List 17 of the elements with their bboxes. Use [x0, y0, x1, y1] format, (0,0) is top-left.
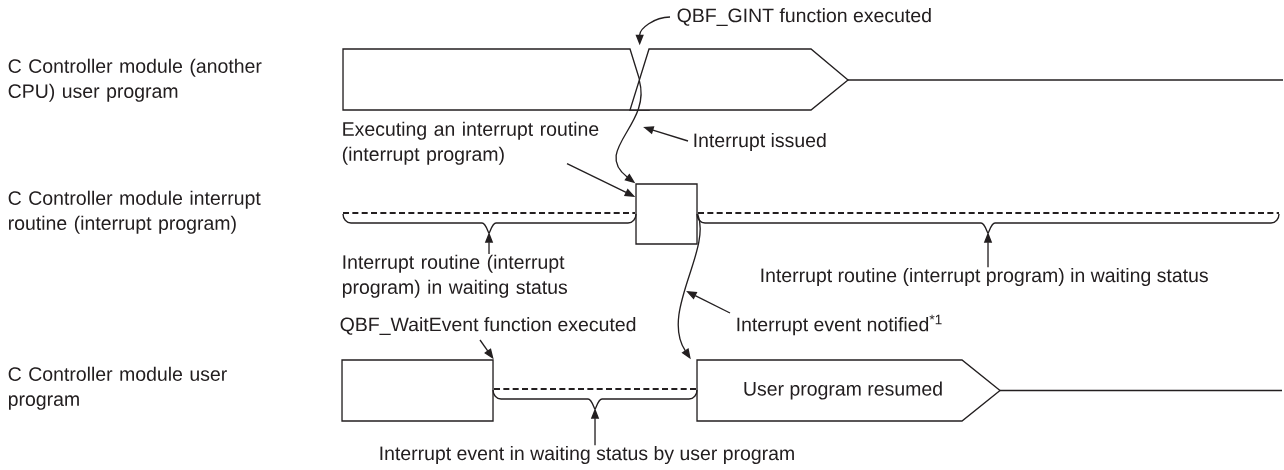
row-label: C Controller module user program — [8, 366, 227, 410]
process-box — [635, 183, 698, 245]
annotation-text: QBF_GINT function executed — [677, 8, 931, 26]
waiting-period-brace — [696, 212, 1280, 234]
row-label: C Controller module interrupt routine (interrupt program) — [8, 190, 261, 234]
waiting-period-brace — [342, 212, 637, 234]
annotation-text: Interrupt event in waiting status by user program — [380, 445, 794, 465]
annotation-text: Executing an interrupt routine (interrupt program) — [342, 121, 599, 165]
annotation-text: Interrupt event notified$^{*1}$ — [737, 314, 942, 336]
waiting-period-brace — [492, 388, 698, 410]
annotation-text: Interrupt routine (interrupt program) in waiting status — [761, 267, 1208, 287]
annotation-text: Interrupt routine (interrupt program) in waiting status — [342, 254, 568, 298]
annotation-text: QBF_WaitEvent function executed — [340, 317, 636, 335]
annotation-text: Interrupt issued — [694, 132, 826, 152]
row-label: C Controller module (another CPU) user program — [8, 58, 262, 102]
process-box — [341, 359, 494, 422]
process-arrow-shape — [629, 48, 850, 111]
